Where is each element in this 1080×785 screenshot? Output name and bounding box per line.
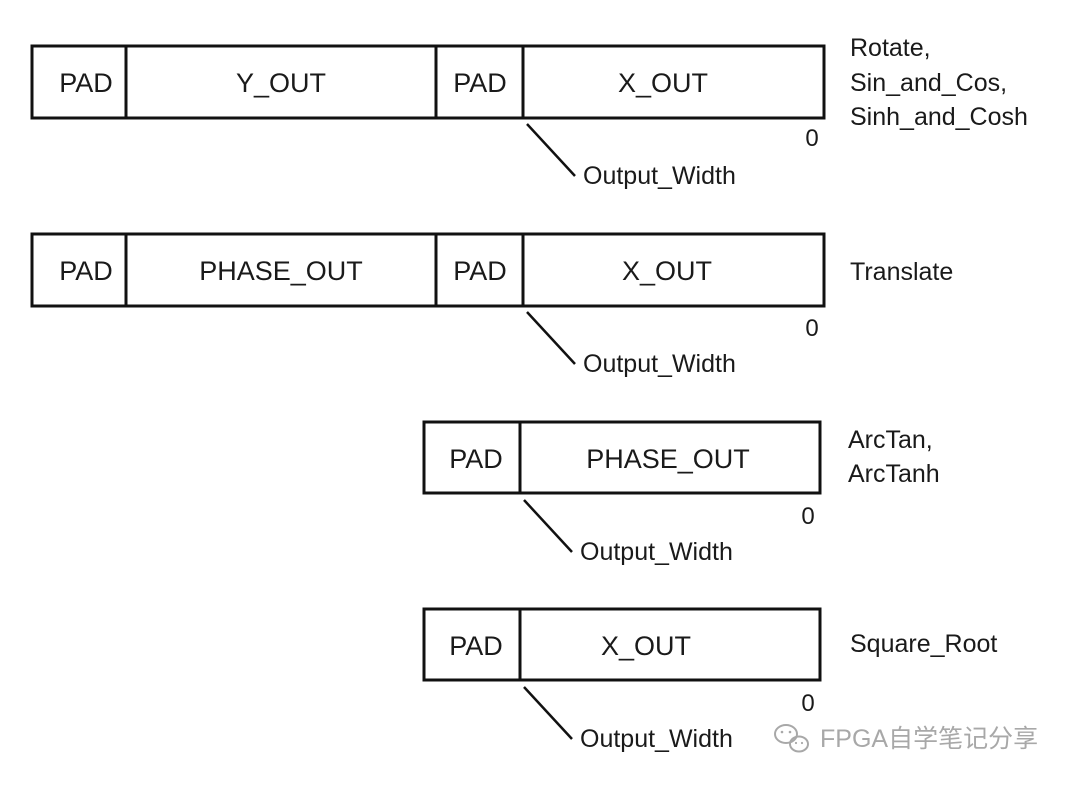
field-pad: PAD: [453, 68, 507, 98]
function-label: ArcTanh: [848, 460, 940, 488]
output-format-arctan: PAD PHASE_OUT 0 Output_Width ArcTan, Arc…: [422, 420, 940, 566]
output-width-label: Output_Width: [583, 162, 736, 190]
bit-zero-label: 0: [805, 315, 818, 342]
width-pointer-line: [526, 123, 576, 177]
field-pad: PAD: [449, 444, 503, 474]
function-label: Sin_and_Cos,: [850, 69, 1007, 97]
bit-zero-label: 0: [805, 125, 818, 152]
watermark: FPGA自学笔记分享: [774, 724, 1038, 753]
field-pad: PAD: [59, 256, 113, 286]
function-label: ArcTan,: [848, 426, 933, 454]
field-pad: PAD: [59, 68, 113, 98]
field-x-out: X_OUT: [601, 631, 691, 661]
field-y-out: Y_OUT: [236, 68, 326, 98]
output-format-square-root: PAD X_OUT 0 Output_Width Square_Root: [422, 607, 997, 753]
word-box: [422, 607, 822, 682]
bit-zero-label: 0: [801, 690, 814, 717]
output-width-label: Output_Width: [583, 350, 736, 378]
output-width-label: Output_Width: [580, 725, 733, 753]
field-pad: PAD: [449, 631, 503, 661]
field-x-out: X_OUT: [618, 68, 708, 98]
output-format-translate: PAD PHASE_OUT PAD X_OUT 0 Output_Width T…: [30, 232, 953, 378]
watermark-text: FPGA自学笔记分享: [820, 725, 1038, 753]
width-pointer-line: [523, 499, 573, 553]
function-label: Rotate,: [850, 34, 931, 62]
field-x-out: X_OUT: [622, 256, 712, 286]
function-label: Translate: [850, 258, 953, 286]
width-pointer-line: [526, 311, 576, 365]
word-box: [30, 232, 826, 308]
function-label: Sinh_and_Cosh: [850, 103, 1028, 131]
word-box: [30, 44, 826, 120]
field-phase-out: PHASE_OUT: [199, 256, 363, 286]
field-phase-out: PHASE_OUT: [586, 444, 750, 474]
wechat-icon: [774, 724, 809, 753]
function-label: Square_Root: [850, 630, 997, 658]
bit-zero-label: 0: [801, 503, 814, 530]
output-format-rotate: PAD Y_OUT PAD X_OUT 0 Output_Width Rotat…: [30, 34, 1028, 190]
word-box: [422, 420, 822, 495]
field-pad: PAD: [453, 256, 507, 286]
width-pointer-line: [523, 686, 573, 740]
output-width-label: Output_Width: [580, 538, 733, 566]
